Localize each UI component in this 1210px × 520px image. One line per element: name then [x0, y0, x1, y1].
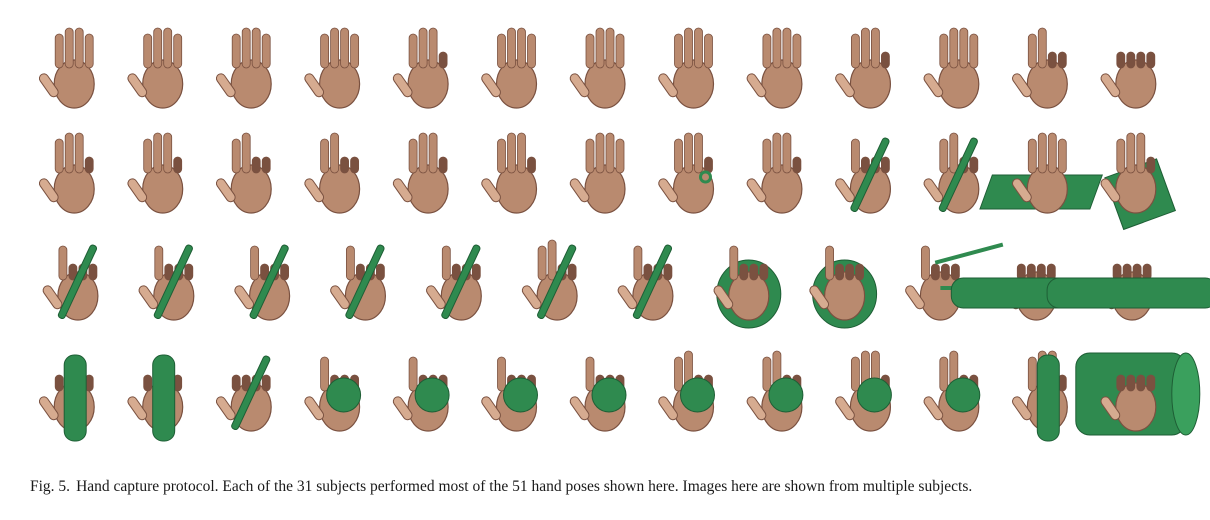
hand-pose-r4-c1	[38, 354, 95, 442]
hand-pose-r1-c4	[304, 27, 361, 109]
hand-pose-r4-c7	[569, 356, 627, 432]
hand-pose-r4-c12	[1012, 350, 1068, 442]
hand-pose-r2-c9	[746, 132, 803, 214]
caption-label: Fig. 5.	[30, 478, 71, 495]
hand-pose-r3-c1	[42, 244, 99, 321]
hand-pose-r1-c7	[569, 27, 626, 109]
hand-pose-r4-c13	[1075, 352, 1201, 436]
hand-pose-r3-c10	[905, 242, 1011, 321]
hand-pose-r1-c3	[215, 27, 272, 109]
hand-pose-r1-c6	[481, 27, 538, 109]
hand-pose-r1-c11	[923, 27, 980, 109]
hand-pose-r1-c13	[1100, 51, 1157, 109]
hand-pose-r2-c6	[481, 132, 538, 214]
hand-pose-r3-c4	[330, 244, 386, 321]
hand-pose-r4-c2	[127, 354, 184, 442]
hand-pose-r4-c4	[304, 356, 362, 432]
hand-pose-r4-c8	[658, 350, 715, 432]
hand-pose-r3-c9	[809, 245, 878, 329]
hand-pose-r3-c12	[1046, 263, 1210, 321]
hand-pose-grid	[38, 27, 1210, 442]
hand-pose-r3-c8	[713, 245, 782, 329]
hand-pose-r1-c1	[38, 27, 95, 109]
hand-pose-r3-c6	[521, 239, 578, 321]
hand-pose-r4-c10	[835, 350, 892, 432]
hand-pose-r1-c12	[1012, 27, 1068, 109]
hand-pose-r1-c2	[127, 27, 184, 109]
hand-pose-r4-c9	[746, 350, 804, 432]
hand-pose-r1-c10	[835, 27, 892, 109]
hand-pose-r2-c5	[392, 132, 449, 214]
hand-pose-r2-c13	[1100, 132, 1177, 231]
hand-pose-r3-c2	[138, 244, 195, 321]
hand-pose-r2-c11	[923, 132, 980, 214]
hand-pose-r2-c10	[835, 137, 892, 214]
hand-pose-r1-c5	[392, 27, 449, 109]
figure-caption: Fig. 5. Hand capture protocol. Each of th…	[30, 478, 1190, 496]
hand-pose-r3-c3	[234, 244, 291, 321]
hand-pose-r4-c11	[923, 350, 981, 432]
hand-pose-r2-c8	[658, 132, 715, 214]
hand-pose-r2-c12	[979, 132, 1103, 214]
hand-pose-r2-c2	[127, 132, 184, 214]
hand-pose-r2-c4	[304, 132, 361, 214]
hand-pose-r2-c3	[215, 132, 272, 214]
hand-pose-r1-c9	[746, 27, 803, 109]
hand-pose-r3-c7	[617, 244, 674, 321]
caption-text: Hand capture protocol. Each of the 31 su…	[76, 478, 973, 495]
hand-pose-r2-c7	[569, 132, 626, 214]
hand-pose-r4-c5	[392, 356, 450, 432]
hand-pose-r2-c1	[38, 132, 95, 214]
hand-pose-r3-c5	[426, 244, 482, 321]
hand-pose-r4-c3	[215, 355, 272, 432]
hand-pose-r4-c6	[481, 356, 538, 432]
hand-pose-r1-c8	[658, 27, 715, 109]
